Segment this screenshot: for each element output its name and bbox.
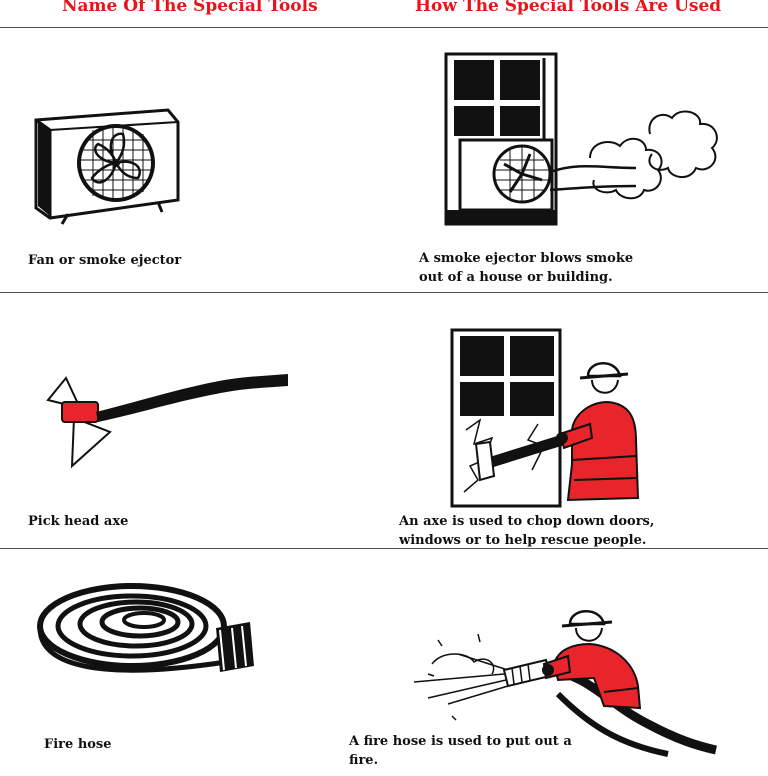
tool-usage-column-title: How The Special Tools Are Used <box>415 0 722 16</box>
tool-name-label: Pick head axe <box>28 514 129 529</box>
firefighter-hose-spray-icon <box>413 610 717 757</box>
tool-usage-description: A smoke ejector blows smoke out of a hou… <box>419 251 634 285</box>
tool-usage-description: An axe is used to chop down doors, windo… <box>399 514 655 548</box>
tool-name-label: Fire hose <box>44 737 112 752</box>
tool-usage-description: A fire hose is used to put out a fire. <box>349 734 572 768</box>
row-divider <box>0 548 768 549</box>
header: Name Of The Special Tools How The Specia… <box>0 0 768 26</box>
fan-icon <box>34 108 180 225</box>
tool-name-column-title: Name Of The Special Tools <box>62 0 318 16</box>
row-divider <box>0 292 768 293</box>
hose-coil-icon <box>37 583 254 673</box>
header-divider <box>0 27 768 28</box>
axe-icon <box>46 374 288 469</box>
window-smoke-ejector-icon <box>444 52 718 226</box>
tool-name-label: Fan or smoke ejector <box>28 253 182 268</box>
firefighter-axe-window-icon <box>450 328 640 508</box>
